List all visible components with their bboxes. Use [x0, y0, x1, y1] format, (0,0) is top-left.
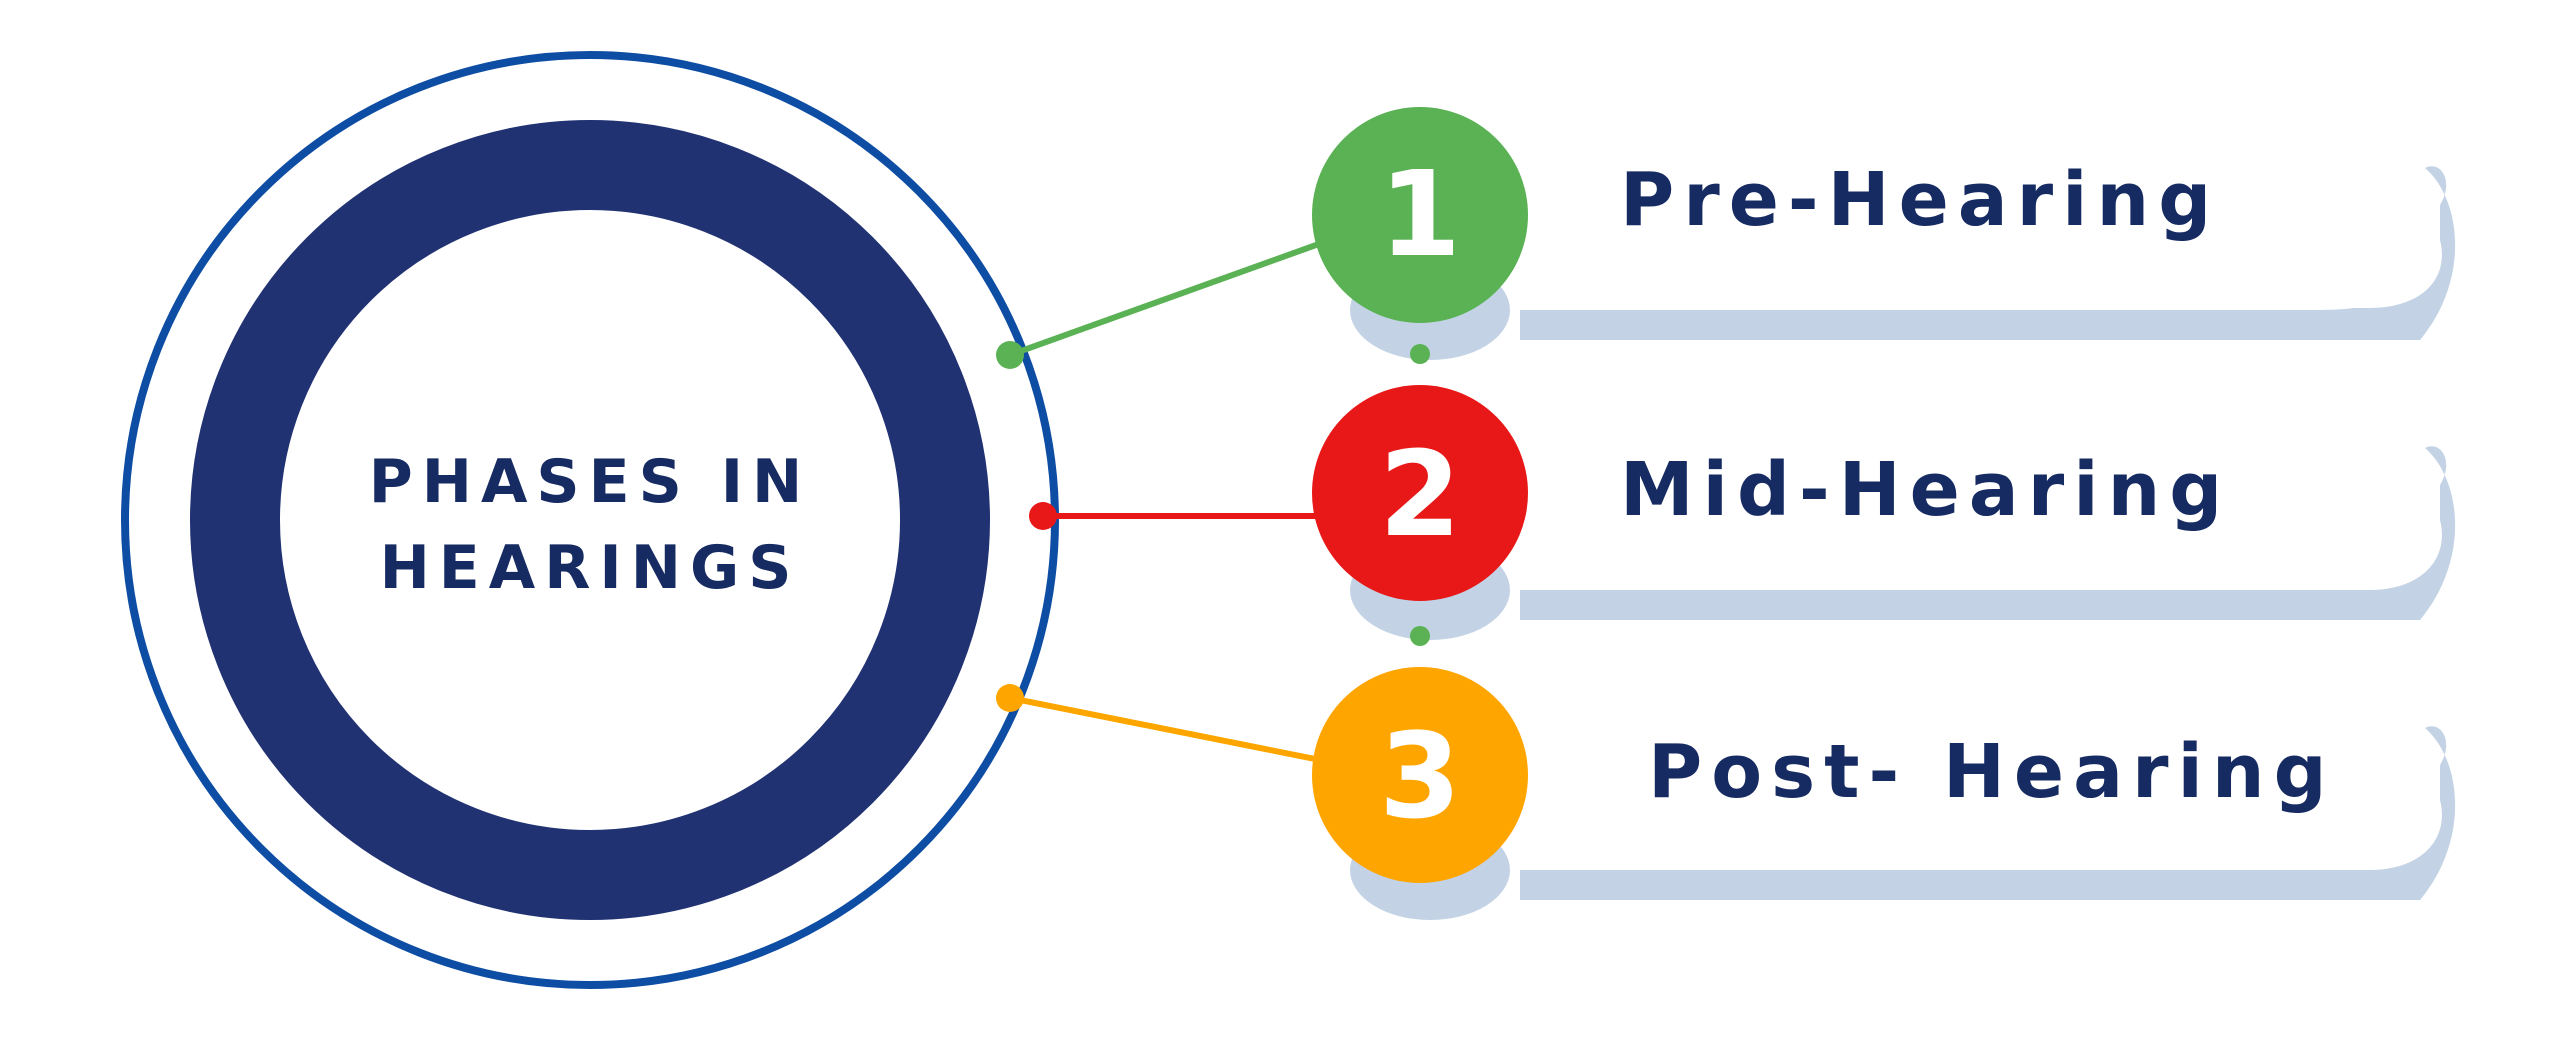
- phase-badge-2: [1312, 385, 1528, 601]
- connector-dot-1: [996, 341, 1024, 369]
- inner-thick-ring: [190, 120, 990, 920]
- phase-label-2: Mid-Hearing: [1620, 447, 2231, 533]
- center-title-line1: PHASES IN: [369, 447, 811, 517]
- connector-dot-2: [1029, 502, 1057, 530]
- phase-card-3: 3 Post- Hearing: [1312, 667, 2456, 920]
- card-face: [1440, 720, 2433, 870]
- phase-card-2: 2 Mid-Hearing: [1312, 385, 2456, 640]
- phase-badge-3: [1312, 667, 1528, 883]
- connector-line-1: [1008, 237, 1332, 358]
- connector-line-3: [1009, 695, 1331, 765]
- phase-label-3: Post- Hearing: [1648, 729, 2336, 815]
- phase-number-2: 2: [1379, 425, 1461, 563]
- card-shadow: [1520, 726, 2456, 900]
- phase-number-3: 3: [1379, 707, 1461, 845]
- phase-card-1: 1 Pre-Hearing: [1312, 107, 2456, 360]
- connector-dot-small-2: [1410, 626, 1430, 646]
- phase-label-1: Pre-Hearing: [1620, 157, 2220, 243]
- card-face: [1440, 440, 2433, 590]
- card-shadow: [1520, 446, 2456, 620]
- connector-dot-small-1: [1410, 344, 1430, 364]
- card-face: [1440, 160, 2433, 310]
- card-shadow: [1520, 166, 2456, 340]
- center-title-line2: HEARINGS: [380, 533, 801, 603]
- connector-dot-3: [996, 684, 1024, 712]
- phase-badge-1: [1312, 107, 1528, 323]
- phase-number-1: 1: [1379, 145, 1461, 283]
